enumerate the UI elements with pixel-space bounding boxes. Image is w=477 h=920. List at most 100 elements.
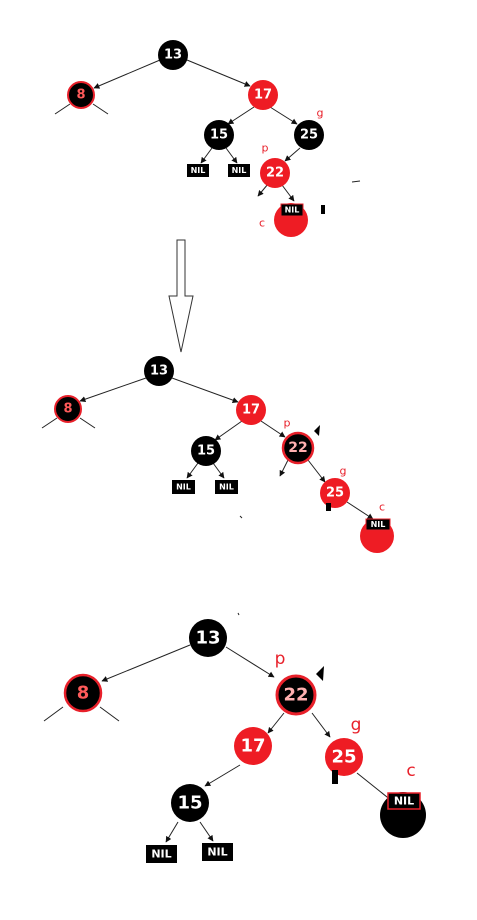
edge-stub [237, 612, 240, 616]
node-25: 25 [320, 478, 350, 508]
node-22-label: 22 [266, 166, 284, 181]
node-13: 13 [189, 619, 227, 657]
label-c: c [406, 761, 415, 781]
node-13: 13 [144, 356, 174, 386]
nil-box: NIL [228, 164, 250, 177]
label-p: p [275, 649, 286, 669]
label-c: c [379, 501, 385, 514]
label-c: c [259, 217, 265, 230]
edge-stub-right [351, 180, 361, 183]
tree-after: 13 8 22 17 25 15 NIL [43, 612, 426, 863]
edge-15-nil-left [200, 147, 213, 164]
nil-label: NIL [219, 483, 234, 492]
nil-box: NIL [202, 843, 233, 861]
node-17: 17 [236, 395, 266, 425]
edge-22-left [257, 183, 269, 197]
nil-box: NIL [280, 203, 304, 217]
edge-15-nil-right [199, 821, 214, 842]
node-22-label: 22 [283, 685, 308, 706]
node-17: 17 [248, 80, 278, 110]
label-p: p [262, 142, 269, 155]
edge-13-8 [101, 644, 191, 682]
artifact-mark [332, 770, 338, 784]
edge-15-nil-right [212, 462, 225, 479]
tree-middle: 13 8 17 15 22 25 NIL [41, 356, 394, 553]
node-13-label: 13 [164, 48, 182, 63]
label-g: g [317, 107, 324, 120]
nil-box: NIL [146, 845, 177, 863]
node-8: 8 [54, 395, 82, 423]
nil-label: NIL [371, 520, 386, 529]
nil-label: NIL [151, 848, 171, 861]
node-17: 17 [234, 727, 272, 765]
node-8-label: 8 [63, 402, 72, 417]
node-15: 15 [204, 120, 234, 150]
edge-8-left-stub [41, 417, 58, 429]
edge-8-left-stub [43, 706, 64, 722]
node-15-label: 15 [197, 444, 215, 459]
arrow-tick [314, 425, 320, 436]
edge-8-right-stub [99, 706, 120, 722]
edge-17-25 [269, 106, 298, 125]
node-25: 25 [294, 120, 324, 150]
edge-8-left-stub [54, 103, 71, 115]
edge-stub [239, 515, 243, 519]
nil-box: NIL [387, 792, 421, 810]
node-8: 8 [63, 673, 103, 713]
edge-22-left [279, 459, 289, 477]
node-17-label: 17 [240, 736, 265, 757]
artifact-mark [321, 205, 325, 214]
nil-box: NIL [365, 518, 391, 531]
edge-17-22 [260, 420, 286, 438]
node-15-label: 15 [210, 128, 228, 143]
label-g: g [340, 465, 347, 478]
node-25-label: 25 [331, 747, 356, 768]
node-17-label: 17 [242, 403, 260, 418]
edge-13-8 [79, 377, 147, 403]
node-25-label: 25 [326, 486, 344, 501]
transform-arrow-down [168, 239, 194, 353]
node-22: 22 [260, 158, 290, 188]
nil-label: NIL [232, 166, 247, 175]
node-13-label: 13 [150, 364, 168, 379]
edge-13-17 [186, 59, 251, 87]
edge-8-right-stub [92, 103, 109, 115]
edge-17-15 [214, 420, 243, 441]
edge-8-right-stub [79, 417, 96, 429]
node-22: 22 [275, 674, 317, 716]
edge-25-22 [284, 147, 301, 162]
node-15-label: 15 [177, 793, 202, 814]
nil-box: NIL [187, 164, 209, 177]
nil-label: NIL [176, 483, 191, 492]
node-8: 8 [67, 81, 95, 109]
node-22: 22 [281, 431, 315, 465]
label-g: g [351, 715, 362, 735]
node-8-label: 8 [76, 88, 85, 103]
node-13: 13 [158, 40, 188, 70]
nil-label: NIL [207, 846, 227, 859]
node-22-label: 22 [288, 440, 307, 456]
nil-box: NIL [215, 480, 238, 494]
edge-13-17 [171, 377, 239, 403]
nil-box: NIL [172, 480, 195, 494]
edge-22-nil [281, 184, 295, 202]
label-p: p [284, 417, 291, 430]
edge-15-nil-left [165, 821, 179, 843]
edge-15-nil-right [225, 147, 238, 164]
node-25-label: 25 [300, 128, 318, 143]
edge-17-15 [204, 764, 241, 787]
nil-label: NIL [191, 166, 206, 175]
edge-13-22 [225, 646, 275, 678]
nil-label: NIL [285, 206, 300, 215]
edge-25-nil [356, 772, 393, 802]
artifact-mark [326, 503, 331, 511]
edge-22-17 [267, 712, 285, 734]
node-15: 15 [191, 436, 221, 466]
arrow-tick [316, 666, 324, 681]
edge-22-25 [307, 459, 326, 483]
edge-13-8 [93, 59, 161, 89]
node-15: 15 [171, 784, 209, 822]
edge-22-25 [311, 712, 331, 738]
edge-17-15 [227, 106, 255, 125]
